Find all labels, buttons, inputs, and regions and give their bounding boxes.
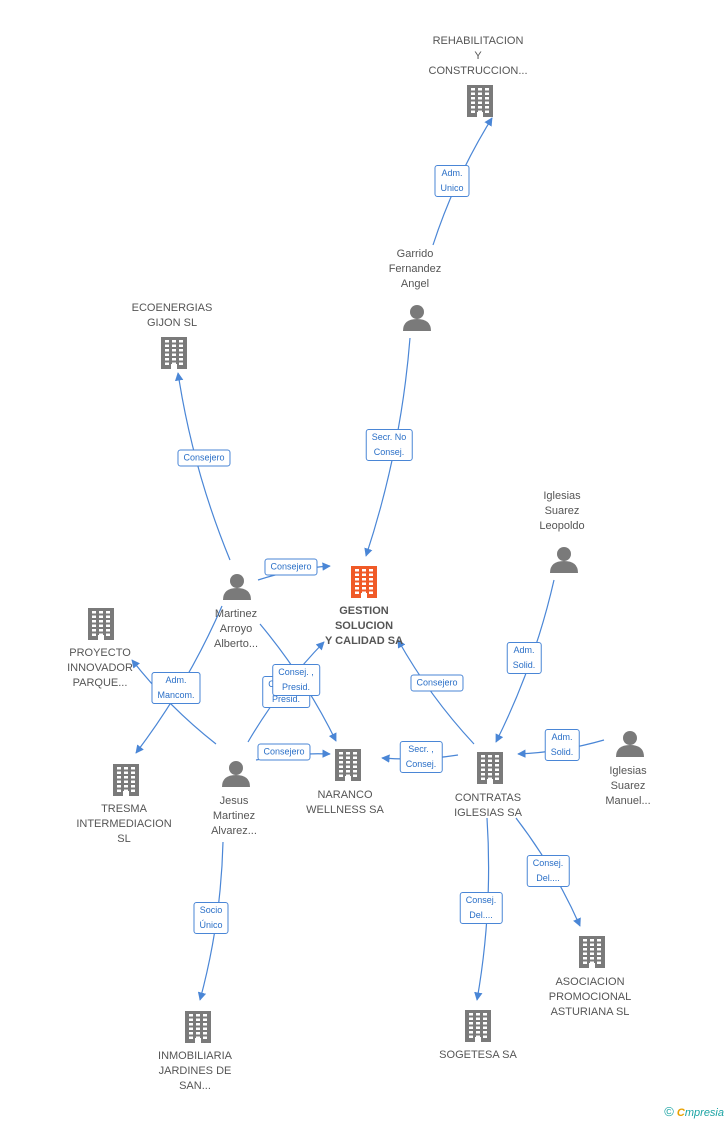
edge-label-martinez-tresma[interactable]: Adm. Mancom.: [151, 672, 201, 704]
person-icon-manuel[interactable]: [616, 731, 644, 757]
edge-martinez-to-ecoenergias: [174, 372, 231, 561]
node-label-proyecto[interactable]: PROYECTO INNOVADOR PARQUE...: [67, 647, 133, 689]
edge-jesus-to-proyecto: [131, 659, 217, 745]
edge-contratas-to-gestion: [397, 639, 475, 745]
node-label-asociacion[interactable]: ASOCIACION PROMOCIONAL ASTURIANA SL: [548, 976, 632, 1018]
person-icon-martinez[interactable]: [223, 574, 251, 600]
edge-label-martinez-gestion[interactable]: Consejero: [264, 558, 318, 576]
building-icon-rehab[interactable]: [467, 85, 493, 117]
edge-label-jesus-gestion[interactable]: Consej. , Presid.: [272, 664, 320, 696]
edge-label-manuel-contratas[interactable]: Adm. Solid.: [544, 729, 580, 761]
building-icon-gestion[interactable]: [351, 566, 377, 598]
node-label-gestion[interactable]: GESTION SOLUCION Y CALIDAD SA: [324, 605, 404, 647]
node-label-sogetesa[interactable]: SOGETESA SA: [439, 1049, 517, 1061]
building-icon-inmobiliaria[interactable]: [185, 1011, 211, 1043]
edge-label-garrido-gestion[interactable]: Secr. No Consej.: [365, 429, 413, 461]
node-label-leopoldo[interactable]: Iglesias Suarez Leopoldo: [539, 490, 585, 532]
building-icon-contratas[interactable]: [477, 752, 503, 784]
node-label-rehab[interactable]: REHABILITACION Y CONSTRUCCION...: [428, 35, 528, 77]
building-icon-asociacion[interactable]: [579, 936, 605, 968]
edge-label-leopoldo-contratas[interactable]: Adm. Solid.: [506, 642, 542, 674]
brand-logo: © Cmpresia: [664, 1104, 724, 1119]
building-icon-ecoenergias[interactable]: [161, 337, 187, 369]
node-label-manuel[interactable]: Iglesias Suarez Manuel...: [605, 765, 651, 807]
node-label-tresma[interactable]: TRESMA INTERMEDIACION SL: [76, 803, 172, 845]
edge-label-contratas-asociacion[interactable]: Consej. Del....: [526, 855, 570, 887]
node-label-ecoenergias[interactable]: ECOENERGIAS GIJON SL: [131, 302, 213, 329]
building-icon-sogetesa[interactable]: [465, 1010, 491, 1042]
building-icon-naranco[interactable]: [335, 749, 361, 781]
building-icon-tresma[interactable]: [113, 764, 139, 796]
person-icon-jesus[interactable]: [222, 761, 250, 787]
edge-label-contratas-sogetesa[interactable]: Consej. Del....: [459, 892, 503, 924]
edge-label-garrido-rehab[interactable]: Adm. Unico: [434, 165, 470, 197]
edge-label-jesus-naranco[interactable]: Consejero: [257, 743, 311, 761]
edge-label-jesus-inmobiliaria[interactable]: Socio Único: [193, 902, 229, 934]
person-icon-garrido[interactable]: [403, 305, 431, 331]
node-label-jesus[interactable]: Jesus Martinez Alvarez...: [211, 795, 257, 837]
node-label-garrido[interactable]: Garrido Fernandez Angel: [388, 248, 442, 290]
node-label-naranco[interactable]: NARANCO WELLNESS SA: [306, 789, 384, 816]
edge-label-martinez-ecoenergias[interactable]: Consejero: [177, 449, 231, 467]
node-label-inmobiliaria[interactable]: INMOBILIARIA JARDINES DE SAN...: [158, 1050, 232, 1092]
building-icon-proyecto[interactable]: [88, 608, 114, 640]
node-label-martinez[interactable]: Martinez Arroyo Alberto...: [213, 608, 259, 650]
node-label-contratas[interactable]: CONTRATAS IGLESIAS SA: [454, 792, 522, 819]
edge-label-contratas-naranco[interactable]: Secr. , Consej.: [399, 741, 443, 773]
edge-label-contratas-gestion[interactable]: Consejero: [410, 674, 464, 692]
person-icon-leopoldo[interactable]: [550, 547, 578, 573]
